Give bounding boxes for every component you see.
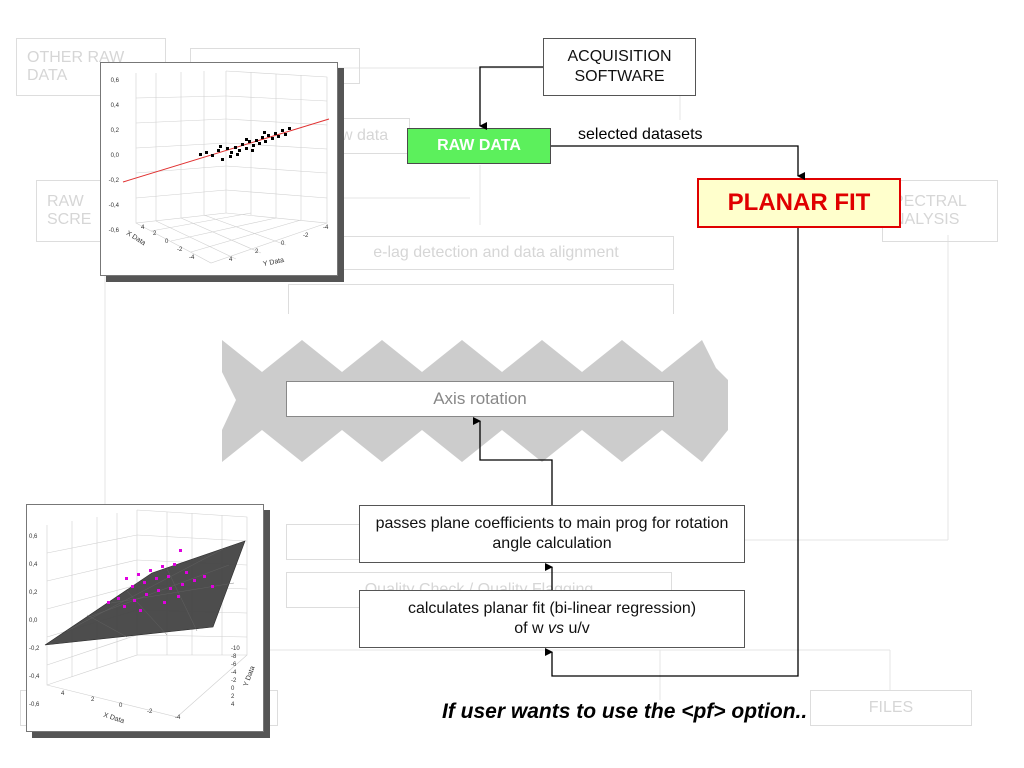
planar-fit-plot-bottom: 0,6 0,4 0,2 0,0 -0,2 -0,4 -0,6 X Data Y … xyxy=(26,504,264,732)
y-tick: -6 xyxy=(231,662,237,668)
top-plot-y-ticks: 0,6 0,4 0,2 0,0 -0,2 -0,4 -0,6 xyxy=(103,69,119,244)
pf-option-note: If user wants to use the <pf> option.. xyxy=(442,700,808,723)
top-y-tick: 2 xyxy=(255,249,259,255)
y-tick: -0,6 xyxy=(108,228,119,234)
bottom-plot-z-ticks: 0,6 0,4 0,2 0,0 -0,2 -0,4 -0,6 xyxy=(29,523,39,719)
z-tick: -0,2 xyxy=(29,646,40,652)
passes-coefficients-box: passes plane coefficients to main prog f… xyxy=(359,505,745,563)
scatter-plot-top: 0,6 0,4 0,2 0,0 -0,2 -0,4 -0,6 X Data Y … xyxy=(100,62,338,276)
selected-datasets-label: selected datasets xyxy=(578,126,703,143)
top-y-tick: -4 xyxy=(323,225,329,231)
bottom-plot-y-ticks: -10 -8 -6 -4 -2 0 2 4 xyxy=(231,645,240,709)
y-tick: -0,2 xyxy=(108,178,119,184)
top-x-tick: 0 xyxy=(165,239,169,245)
y-tick: -4 xyxy=(231,670,237,676)
y-tick: -8 xyxy=(231,654,237,660)
top-x-tick: -4 xyxy=(189,255,195,261)
y-tick: 2 xyxy=(231,694,235,700)
calc-suffix: u/v xyxy=(564,620,590,637)
y-tick: 4 xyxy=(231,702,235,708)
top-y-tick: -2 xyxy=(303,233,309,239)
y-tick: 0,6 xyxy=(110,78,119,84)
top-x-tick: 4 xyxy=(141,225,145,231)
planar-fit-box: PLANAR FIT xyxy=(697,178,901,228)
calculates-planar-fit-box: calculates planar fit (bi-linear regress… xyxy=(359,590,745,648)
files-box: FILES xyxy=(810,690,972,726)
y-tick: -2 xyxy=(231,678,237,684)
z-tick: -0,6 xyxy=(29,702,40,708)
z-tick: 0,6 xyxy=(29,534,38,540)
y-tick: -0,4 xyxy=(108,203,119,209)
top-y-tick: 4 xyxy=(229,257,233,263)
bottom-x-tick: 0 xyxy=(119,703,123,709)
acquisition-software-box: ACQUISITION SOFTWARE xyxy=(543,38,696,96)
top-x-tick: 2 xyxy=(153,231,157,237)
bottom-x-tick: 2 xyxy=(91,697,95,703)
planar-fit-plot-graphic xyxy=(44,509,248,718)
z-tick: 0,0 xyxy=(29,618,38,624)
calc-line-2: of w vs u/v xyxy=(514,619,590,639)
z-tick: 0,2 xyxy=(29,590,38,596)
faded-box xyxy=(288,284,674,314)
raw-data-box: RAW DATA xyxy=(407,128,551,164)
bottom-x-tick: 4 xyxy=(61,691,65,697)
y-tick: 0,2 xyxy=(110,128,119,134)
axis-rotation-box: Axis rotation xyxy=(286,381,674,417)
y-tick: -10 xyxy=(231,646,240,652)
z-tick: 0,4 xyxy=(29,562,38,568)
top-x-tick: -2 xyxy=(177,247,183,253)
calc-vs: vs xyxy=(548,620,564,637)
spectral-analysis-box: PECTRAL NALYSIS xyxy=(882,180,998,242)
scatter-plot-top-graphic xyxy=(122,70,330,264)
z-tick: -0,4 xyxy=(29,674,40,680)
y-tick: 0,4 xyxy=(110,103,119,109)
top-y-tick: 0 xyxy=(281,241,285,247)
calc-prefix: of w xyxy=(514,620,548,637)
bottom-x-tick: -4 xyxy=(175,715,181,721)
other-raw-data-box: OTHER RAW DATA xyxy=(16,38,166,96)
bottom-x-tick: -2 xyxy=(147,709,153,715)
y-tick: 0 xyxy=(231,686,235,692)
calc-line-1: calculates planar fit (bi-linear regress… xyxy=(407,600,697,617)
y-tick: 0,0 xyxy=(110,153,119,159)
